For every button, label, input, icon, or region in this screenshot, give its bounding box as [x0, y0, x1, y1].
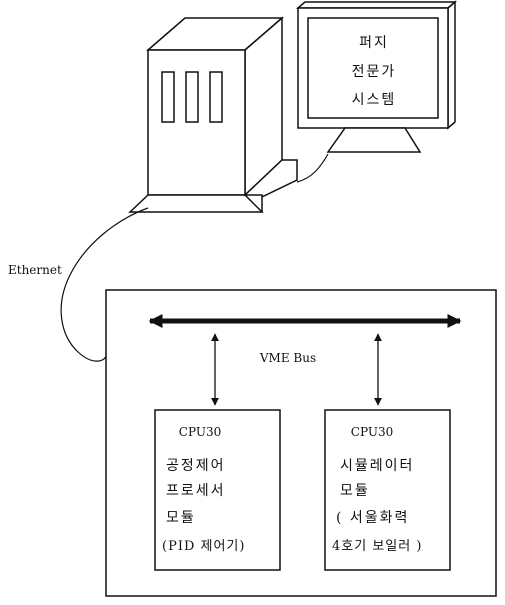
- monitor-cable: [297, 154, 328, 182]
- vme-bus-label: VME Bus: [259, 351, 316, 365]
- cpu-left-line-2: 프로세서: [166, 483, 226, 499]
- ethernet-cable: [61, 208, 148, 361]
- cpu-right-title: CPU30: [351, 425, 393, 439]
- cpu-left-line-1: 공정제어: [166, 458, 226, 474]
- cpu-right-line-3: ( 서울화력: [336, 510, 409, 526]
- cpu-left-title: CPU30: [179, 425, 221, 439]
- monitor-line-3: 시스템: [352, 92, 397, 108]
- monitor-line-1: 퍼지: [359, 35, 389, 51]
- ethernet-label: Ethernet: [8, 263, 62, 277]
- cpu-left-line-3: 모듈: [166, 510, 196, 526]
- cpu-right-line-4: 4호기 보일러 ): [332, 539, 422, 554]
- cpu-right-line-1: 시뮬레이터: [340, 458, 414, 474]
- computer-tower-icon: [130, 18, 297, 212]
- monitor-line-2: 전문가: [352, 64, 397, 80]
- cpu-right-line-2: 모듈: [340, 483, 370, 499]
- cpu-left-line-4: (PID 제어기): [162, 539, 245, 554]
